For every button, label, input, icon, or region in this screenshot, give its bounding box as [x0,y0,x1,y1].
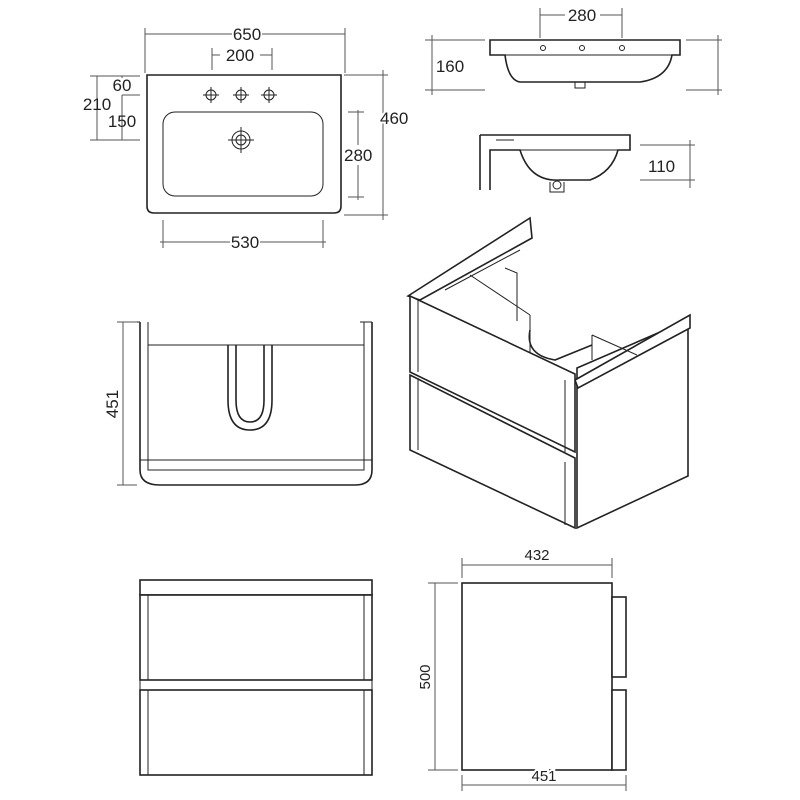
cabinet-isometric-view [406,216,691,530]
dim-60: 60 [113,76,132,95]
basin-plan-view: 650 200 60 210 150 460 280 530 [83,25,411,252]
tap-hole-icon [203,87,277,103]
dim-650: 650 [233,25,261,44]
dim-500: 500 [417,664,434,689]
basin-elevation-view: 280 160 [425,6,722,95]
dim-150: 150 [108,112,136,131]
cabinet-front-view [139,579,373,776]
dim-200: 200 [226,46,254,65]
drain-icon [228,127,254,153]
dim-110: 110 [648,157,675,176]
basin-section-view: 110 [479,134,695,193]
cabinet-side-view: 432 500 451 [417,547,627,791]
dim-460: 460 [380,109,408,128]
dim-280-top: 280 [568,6,596,25]
dim-210: 210 [83,95,111,114]
dim-432: 432 [524,547,549,564]
dim-530: 530 [231,233,259,252]
dim-451-vertical: 451 [103,390,122,418]
cabinet-top-view: 451 [103,321,373,486]
dim-160: 160 [436,57,464,76]
dim-280: 280 [344,146,372,165]
dim-451-bottom: 451 [531,768,556,785]
